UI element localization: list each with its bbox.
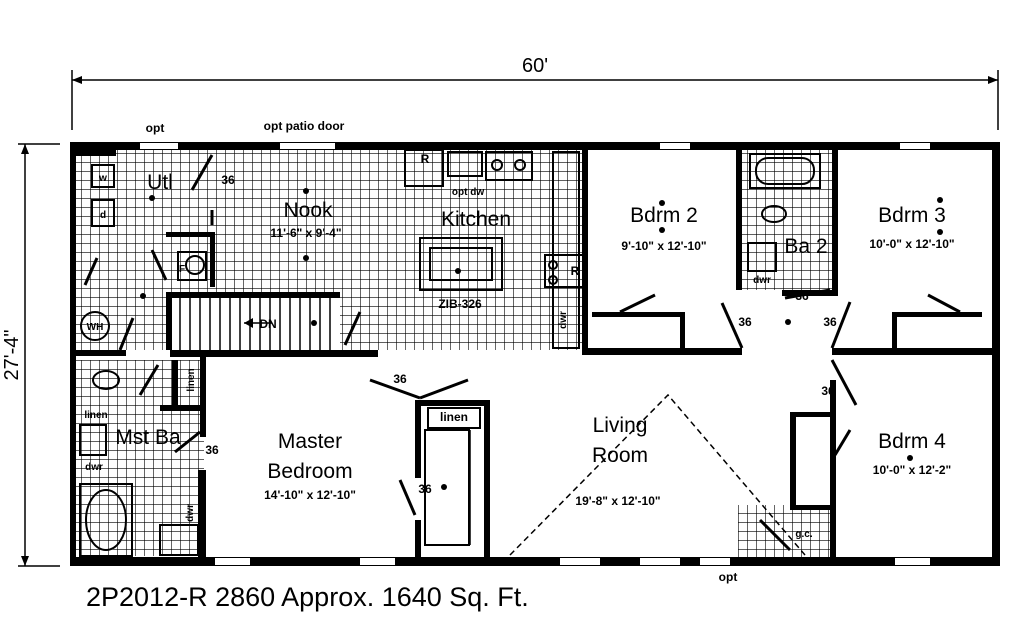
door-width-master-bath: 36 [205, 443, 219, 457]
guest-closet-label: g.c. [795, 529, 812, 540]
door-width-master: 36 [393, 372, 407, 386]
opt-patio-door-label: opt patio door [264, 119, 345, 133]
nook-label: Nook [283, 199, 333, 222]
master-bedroom-label-2: Bedroom [267, 460, 352, 483]
interior-walls [76, 150, 992, 557]
depth-label: 27'-4" [1, 330, 23, 381]
light-fixtures [140, 188, 943, 490]
bedroom4-label: Bdrm 4 [878, 430, 946, 453]
range-label: R [571, 264, 580, 278]
labels: opt opt patio door opt Utl w d WH F Nook… [84, 119, 954, 612]
door-width-master-closet: 36 [418, 482, 432, 496]
master-bath-linen: linen [186, 368, 197, 391]
island-code: ZIB-326 [438, 297, 482, 311]
depth-dimension: 27'-4" [1, 143, 60, 567]
opt-door-label: opt [719, 570, 738, 584]
opt-dw-label: opt dw [452, 187, 484, 198]
stair-label: DN [259, 317, 276, 331]
water-heater-label: WH [87, 322, 104, 333]
master-bath-dwr-right: dwr [185, 504, 196, 522]
washer-label: w [98, 173, 107, 184]
living-room-size: 19'-8" x 12'-10" [575, 494, 660, 508]
utility-label: Utl [147, 171, 173, 194]
living-room-label-1: Living [593, 414, 648, 437]
master-linen-label: linen [84, 410, 107, 421]
bedroom3-size: 10'-0" x 12'-10" [869, 237, 954, 251]
bath2-label: Ba 2 [784, 235, 827, 258]
width-dimension: 60' [71, 55, 999, 130]
refrigerator-label: R [421, 152, 430, 166]
master-bath-dwr-left: dwr [85, 462, 103, 473]
opt-window-label: opt [146, 121, 165, 135]
door-width-bedroom4: 36 [821, 384, 835, 398]
fixtures [79, 149, 821, 557]
bedroom4-size: 10'-0" x 12'-2" [873, 463, 951, 477]
dryer-label: d [100, 210, 106, 221]
living-room-label-2: Room [592, 444, 648, 467]
furnace-label: F [179, 264, 185, 275]
bath2-dwr-label: dwr [753, 275, 771, 286]
master-bedroom-size: 14'-10" x 12'-10" [264, 488, 356, 502]
master-closet-linen: linen [440, 410, 468, 424]
doors [83, 154, 961, 552]
width-label: 60' [522, 55, 548, 77]
kitchen-label: Kitchen [441, 208, 511, 231]
master-bath-label: Mst Ba [115, 426, 181, 449]
kitchen-dwr-label: dwr [558, 311, 569, 329]
master-bedroom-label-1: Master [278, 430, 342, 453]
bedroom3-label: Bdrm 3 [878, 204, 946, 227]
exterior-walls [70, 142, 1000, 566]
door-width-utility: 36 [221, 173, 235, 187]
plan-caption: 2P2012-R 2860 Approx. 1640 Sq. Ft. [86, 582, 529, 612]
door-width-bedroom3: 36 [823, 315, 837, 329]
bedroom2-size: 9'-10" x 12'-10" [621, 239, 706, 253]
door-width-bath2: 36 [795, 289, 809, 303]
bedroom2-label: Bdrm 2 [630, 204, 698, 227]
door-width-bedroom2: 36 [738, 315, 752, 329]
nook-size: 11'-6" x 9'-4" [270, 226, 341, 240]
